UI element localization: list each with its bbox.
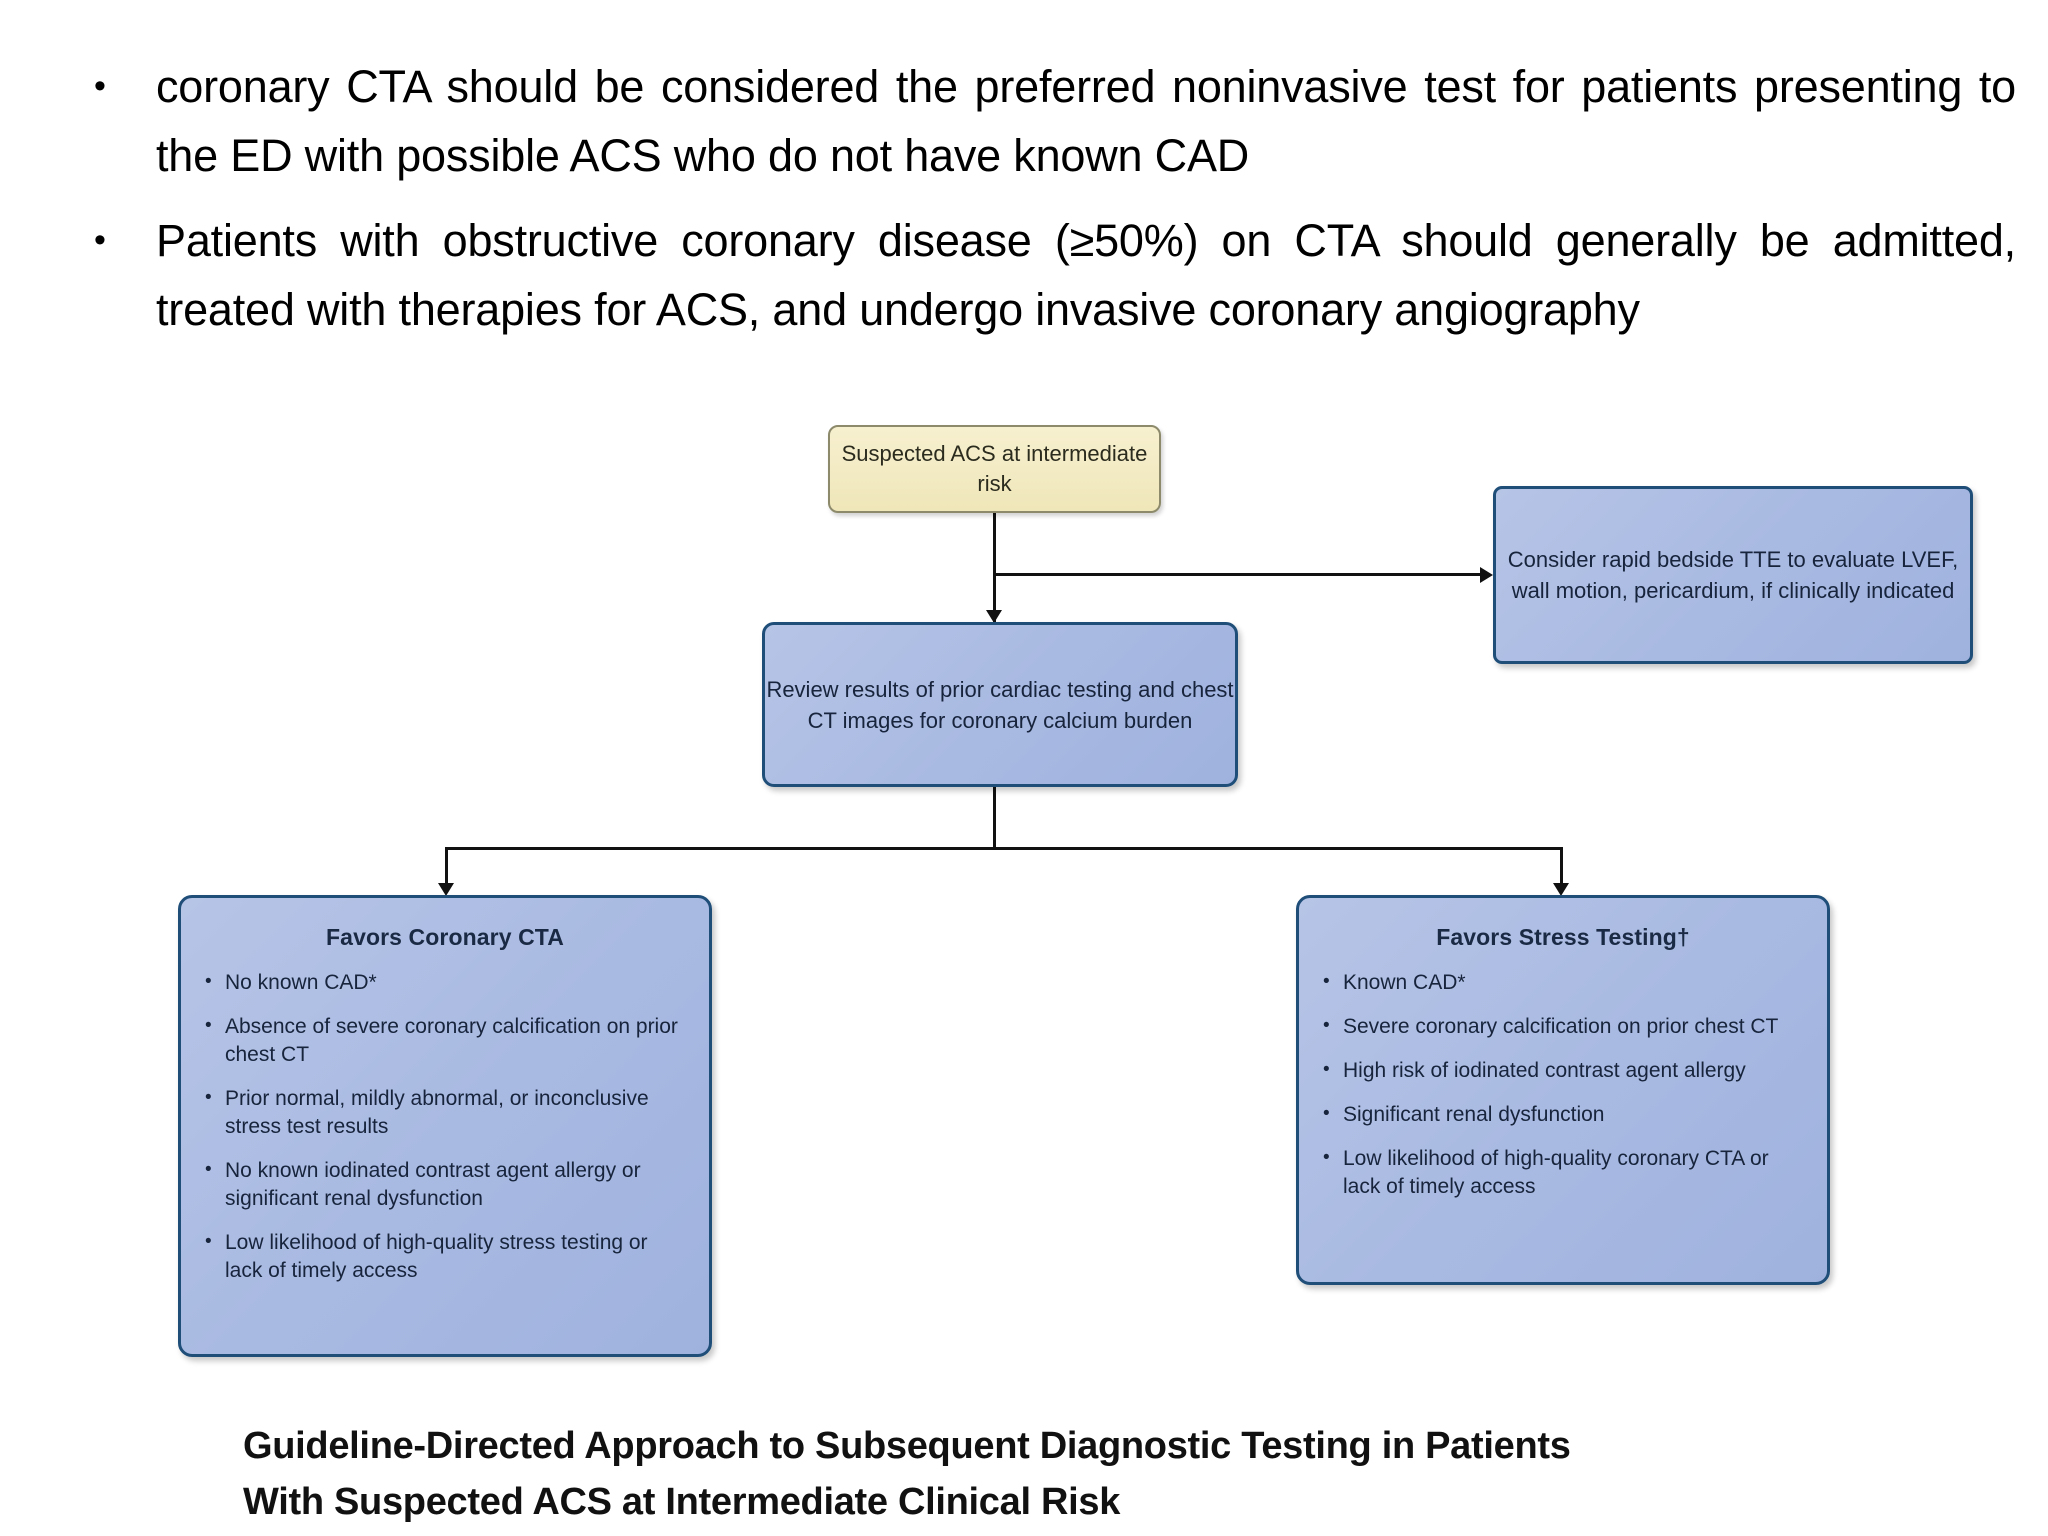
list-item: Low likelihood of high-quality coronary … bbox=[1319, 1144, 1807, 1201]
connector-right-drop bbox=[1560, 847, 1563, 889]
bullet-text-2: Patients with obstructive coronary disea… bbox=[156, 215, 2016, 335]
node-bedside-tte[interactable]: Consider rapid bedside TTE to evaluate L… bbox=[1493, 486, 1973, 664]
favors-coronary-cta-list: No known CAD* Absence of severe coronary… bbox=[201, 968, 689, 1285]
list-item: Prior normal, mildly abnormal, or inconc… bbox=[201, 1084, 689, 1141]
flowchart-diagram: Suspected ACS at intermediate risk Consi… bbox=[0, 400, 2048, 1400]
node-favors-stress-testing[interactable]: Favors Stress Testing† Known CAD* Severe… bbox=[1296, 895, 1830, 1285]
bullet-text-1: coronary CTA should be considered the pr… bbox=[156, 61, 2016, 181]
list-item: Low likelihood of high-quality stress te… bbox=[201, 1228, 689, 1285]
connector-left-drop bbox=[445, 847, 448, 889]
connector-split-bar bbox=[445, 847, 1563, 850]
list-item: Significant renal dysfunction bbox=[1319, 1100, 1807, 1129]
list-item: No known CAD* bbox=[201, 968, 689, 997]
bullet-marker-icon: • bbox=[94, 67, 106, 105]
node-review-prior-testing[interactable]: Review results of prior cardiac testing … bbox=[762, 622, 1238, 787]
figure-caption: Guideline-Directed Approach to Subsequen… bbox=[243, 1418, 1943, 1530]
node-review-prior-testing-label: Review results of prior cardiac testing … bbox=[766, 676, 1234, 733]
figure-caption-line-2: With Suspected ACS at Intermediate Clini… bbox=[243, 1481, 1121, 1523]
node-suspected-acs-label: Suspected ACS at intermediate risk bbox=[841, 441, 1148, 496]
arrowhead-to-favors-cta bbox=[438, 883, 454, 896]
node-bedside-tte-label: Consider rapid bedside TTE to evaluate L… bbox=[1507, 547, 1959, 603]
connector-start-to-tte bbox=[993, 573, 1480, 576]
arrowhead-to-tte bbox=[1480, 567, 1493, 583]
node-favors-coronary-cta-title: Favors Coronary CTA bbox=[326, 924, 564, 950]
node-suspected-acs[interactable]: Suspected ACS at intermediate risk bbox=[828, 425, 1161, 513]
node-favors-stress-testing-title: Favors Stress Testing† bbox=[1436, 924, 1690, 950]
list-item: Severe coronary calcification on prior c… bbox=[1319, 1012, 1807, 1041]
list-item: No known iodinated contrast agent allerg… bbox=[201, 1156, 689, 1213]
list-item: • Patients with obstructive coronary dis… bbox=[86, 206, 2016, 344]
favors-stress-testing-list: Known CAD* Severe coronary calcification… bbox=[1319, 968, 1807, 1201]
node-favors-coronary-cta[interactable]: Favors Coronary CTA No known CAD* Absenc… bbox=[178, 895, 712, 1357]
arrowhead-to-favors-stress bbox=[1553, 883, 1569, 896]
arrowhead-to-review bbox=[986, 610, 1002, 623]
list-item: • coronary CTA should be considered the … bbox=[86, 52, 2016, 190]
list-item: Known CAD* bbox=[1319, 968, 1807, 997]
list-item: Absence of severe coronary calcification… bbox=[201, 1012, 689, 1069]
list-item: High risk of iodinated contrast agent al… bbox=[1319, 1056, 1807, 1085]
figure-caption-line-1: Guideline-Directed Approach to Subsequen… bbox=[243, 1425, 1571, 1467]
bullet-marker-icon: • bbox=[94, 221, 106, 259]
connector-review-trunk bbox=[993, 787, 996, 849]
slide-bullet-list: • coronary CTA should be considered the … bbox=[86, 52, 2016, 360]
